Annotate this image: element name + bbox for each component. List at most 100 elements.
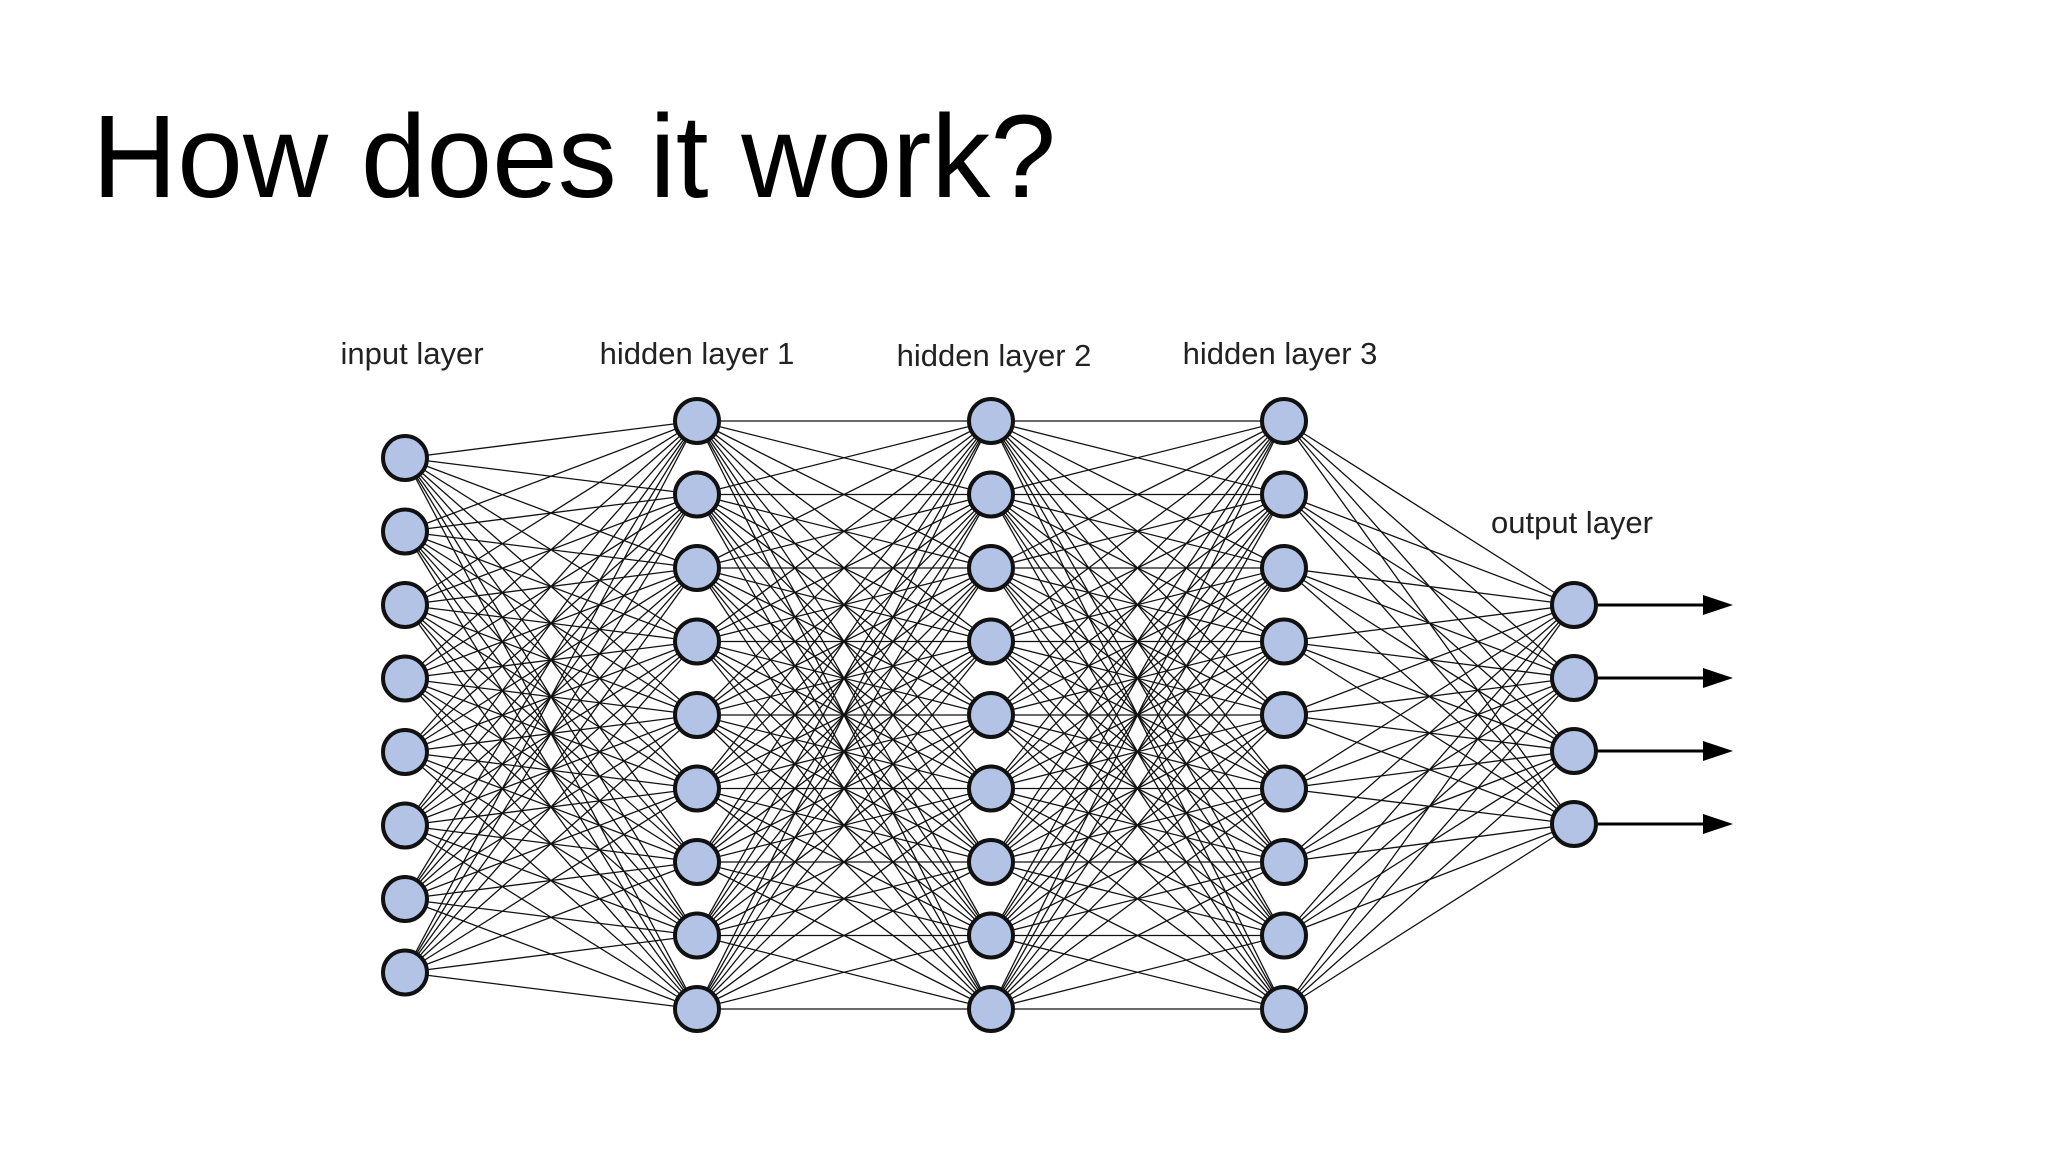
neuron-hidden-3-5 xyxy=(1260,691,1308,739)
connection-l1-7-to-0 xyxy=(696,420,992,936)
connection-l1-8-to-0 xyxy=(696,420,992,1010)
connection-l1-8-to-4 xyxy=(696,714,992,1010)
connection-l1-2-to-0 xyxy=(696,420,992,569)
connection-l1-8-to-5 xyxy=(696,787,992,1010)
neuron-hidden-2-2 xyxy=(967,470,1015,519)
neuron-hidden-2-8 xyxy=(967,911,1015,960)
connection-l0-7-to-0 xyxy=(404,420,698,973)
connection-l2-6-to-0 xyxy=(990,420,1285,863)
connection-l2-8-to-6 xyxy=(990,861,1285,1010)
connection-l1-1-to-0 xyxy=(696,420,992,496)
connection-l1-6-to-0 xyxy=(696,420,992,863)
layer-label-hidden-1: hidden layer 1 xyxy=(600,336,795,371)
connection-l0-7-to-4 xyxy=(404,714,698,973)
connections xyxy=(404,420,1575,1010)
neuron-input-8 xyxy=(381,948,429,997)
connection-l2-8-to-5 xyxy=(990,787,1285,1010)
connection-l2-8-to-7 xyxy=(990,934,1285,1010)
neuron-input-7 xyxy=(381,875,429,923)
neuron-hidden-3-9 xyxy=(1260,985,1308,1033)
neuron-hidden-2-1 xyxy=(967,397,1015,445)
connection-l0-7-to-2 xyxy=(404,567,698,973)
neuron-hidden-1-4 xyxy=(673,617,721,666)
neuron-hidden-3-3 xyxy=(1260,544,1308,592)
connection-l0-7-to-6 xyxy=(404,861,698,974)
output-arrow-head-1 xyxy=(1703,595,1733,615)
neuron-hidden-2-7 xyxy=(967,838,1015,886)
neuron-hidden-2-9 xyxy=(967,985,1015,1033)
connection-l1-3-to-0 xyxy=(696,420,992,643)
connection-l2-3-to-0 xyxy=(990,420,1285,643)
connection-l3-0-to-0 xyxy=(1283,420,1575,606)
connection-l2-5-to-0 xyxy=(990,420,1285,789)
neuron-hidden-1-3 xyxy=(673,544,721,592)
connection-l0-1-to-0 xyxy=(404,420,698,533)
connection-l3-4-to-0 xyxy=(1283,604,1575,716)
connection-l0-7-to-1 xyxy=(404,494,698,973)
neuron-output-3 xyxy=(1550,727,1598,775)
connection-l1-5-to-0 xyxy=(696,420,992,789)
connection-l2-8-to-3 xyxy=(990,641,1285,1010)
connection-l3-8-to-2 xyxy=(1283,750,1575,1010)
connection-l1-8-to-1 xyxy=(696,494,992,1010)
output-arrow-head-4 xyxy=(1703,814,1733,834)
neuron-hidden-2-4 xyxy=(967,617,1015,666)
connection-l1-8-to-3 xyxy=(696,641,992,1010)
connection-l0-7-to-7 xyxy=(404,934,698,974)
connection-l3-2-to-0 xyxy=(1283,567,1575,606)
connection-l2-4-to-0 xyxy=(990,420,1285,716)
connection-l0-4-to-0 xyxy=(404,420,698,753)
neuron-hidden-2-3 xyxy=(967,544,1015,592)
connection-l0-0-to-0 xyxy=(404,420,698,459)
neuron-input-2 xyxy=(381,507,429,556)
connection-l2-8-to-1 xyxy=(990,494,1285,1010)
neuron-output-2 xyxy=(1550,654,1598,702)
connection-l2-2-to-0 xyxy=(990,420,1285,569)
neuron-hidden-3-7 xyxy=(1260,838,1308,886)
connection-l2-8-to-2 xyxy=(990,567,1285,1010)
connection-l3-8-to-1 xyxy=(1283,677,1575,1010)
connection-l1-8-to-2 xyxy=(696,567,992,1010)
neuron-hidden-3-1 xyxy=(1260,397,1308,445)
connection-l0-7-to-5 xyxy=(404,787,698,974)
neuron-hidden-3-6 xyxy=(1260,764,1308,813)
connection-l3-8-to-0 xyxy=(1283,604,1575,1010)
neuron-hidden-1-6 xyxy=(673,764,721,813)
neuron-hidden-1-7 xyxy=(673,838,721,886)
layer-label-hidden-3: hidden layer 3 xyxy=(1183,336,1378,371)
connection-l2-8-to-0 xyxy=(990,420,1285,1010)
connection-l0-5-to-0 xyxy=(404,420,698,826)
connection-l2-8-to-4 xyxy=(990,714,1285,1010)
layer-labels: input layer hidden layer 1 hidden layer … xyxy=(340,336,1653,540)
neuron-input-3 xyxy=(381,581,429,629)
connection-l2-1-to-0 xyxy=(990,420,1285,496)
neuron-input-4 xyxy=(381,654,429,703)
neuron-hidden-2-6 xyxy=(967,764,1015,813)
neurons xyxy=(381,397,1598,1033)
connection-l3-3-to-0 xyxy=(1283,604,1575,643)
neuron-hidden-1-8 xyxy=(673,911,721,960)
neuron-hidden-3-8 xyxy=(1260,911,1308,960)
neuron-hidden-3-2 xyxy=(1260,470,1308,519)
connection-l0-7-to-3 xyxy=(404,641,698,973)
connection-l0-2-to-0 xyxy=(404,420,698,606)
neuron-output-1 xyxy=(1550,581,1598,629)
connection-l3-1-to-0 xyxy=(1283,493,1575,606)
neuron-hidden-3-4 xyxy=(1260,617,1308,666)
layer-label-output: output layer xyxy=(1491,505,1653,540)
connection-l0-7-to-8 xyxy=(404,971,698,1010)
connection-l1-8-to-7 xyxy=(696,934,992,1010)
neuron-hidden-1-1 xyxy=(673,397,721,445)
neuron-input-6 xyxy=(381,801,429,850)
output-arrow-head-2 xyxy=(1703,668,1733,688)
neuron-input-1 xyxy=(381,434,429,482)
neuron-output-4 xyxy=(1550,800,1598,848)
output-arrow-head-3 xyxy=(1703,741,1733,761)
layer-label-input: input layer xyxy=(340,336,483,371)
layer-label-hidden-2: hidden layer 2 xyxy=(897,338,1092,373)
connection-l3-6-to-0 xyxy=(1283,604,1575,863)
neuron-hidden-2-5 xyxy=(967,691,1015,739)
connection-l1-4-to-0 xyxy=(696,420,992,716)
